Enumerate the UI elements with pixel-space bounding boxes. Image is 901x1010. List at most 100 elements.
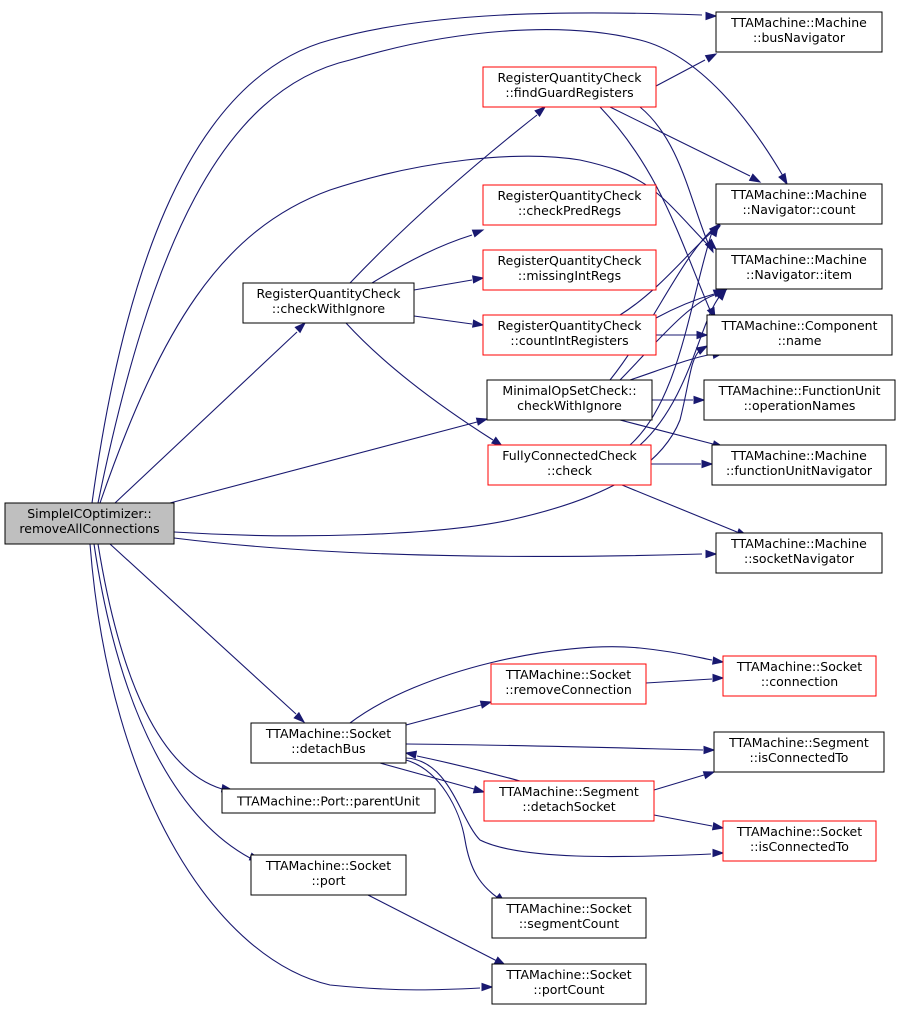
node-label-line: RegisterQuantityCheck [498, 188, 643, 203]
node-label-line: ::connection [761, 674, 838, 689]
arrowhead-icon [472, 785, 486, 794]
node-count-int[interactable]: RegisterQuantityCheck::countIntRegisters [482, 314, 657, 356]
edge-sock-port-to-port-count [367, 894, 507, 966]
edge-line [609, 229, 713, 381]
node-check-pred[interactable]: RegisterQuantityCheck::checkPredRegs [482, 184, 657, 226]
node-label-line: TTAMachine::FunctionUnit [718, 383, 881, 398]
node-seg-detach[interactable]: TTAMachine::Segment::detachSocket [483, 780, 655, 822]
node-detach-bus[interactable]: TTAMachine::Socket::detachBus [250, 722, 407, 764]
node-box [221, 788, 436, 814]
node-label-line: ::isConnectedTo [750, 839, 849, 854]
node-missing-int[interactable]: RegisterQuantityCheck::missingIntRegs [482, 249, 657, 291]
edge-line [621, 484, 738, 533]
edge-line [416, 755, 521, 782]
node-label-line: ::name [778, 333, 822, 348]
node-label-line: TTAMachine::Socket [505, 967, 631, 982]
node-sock-nav[interactable]: TTAMachine::Machine::socketNavigator [715, 532, 883, 574]
edge-root-to-port-count [89, 543, 494, 992]
node-box [250, 854, 407, 896]
node-label-line: FullyConnectedCheck [502, 448, 637, 463]
edge-line [349, 114, 538, 284]
node-parent-unit[interactable]: TTAMachine::Port::parentUnit [221, 788, 436, 814]
node-comp-name[interactable]: TTAMachine::Component::name [706, 314, 893, 356]
arrowhead-icon [778, 172, 788, 186]
arrowhead-icon [701, 459, 714, 469]
node-bus-nav[interactable]: TTAMachine::Machine::busNavigator [715, 11, 883, 53]
edge-line [413, 279, 473, 291]
node-box [487, 444, 652, 486]
node-seg-isconn[interactable]: TTAMachine::Segment::isConnectedTo [713, 731, 885, 773]
node-label-line: TTAMachine::Machine [730, 536, 867, 551]
edge-line [619, 231, 713, 316]
edge-line [114, 331, 298, 504]
edge-detach-bus-to-seg-isconn [405, 743, 716, 755]
edge-detach-bus-to-remove-conn [405, 700, 493, 726]
edge-detach-bus-to-sock-isconn [405, 757, 725, 858]
edge-line [99, 155, 709, 504]
node-label-line: TTAMachine::Socket [736, 659, 862, 674]
node-sock-port[interactable]: TTAMachine::Socket::port [250, 854, 407, 896]
node-remove-conn[interactable]: TTAMachine::Socket::removeConnection [490, 663, 647, 705]
node-box [491, 963, 647, 1005]
node-sock-isconn[interactable]: TTAMachine::Socket::isConnectedTo [722, 820, 877, 862]
arrowhead-icon [293, 711, 306, 724]
node-label-line: ::Navigator::count [742, 202, 855, 217]
node-fully[interactable]: FullyConnectedCheck::check [487, 444, 652, 486]
edge-rqc-to-find-guard [349, 106, 547, 284]
node-find-guard[interactable]: RegisterQuantityCheck::findGuardRegister… [482, 66, 657, 108]
edge-line [629, 353, 714, 381]
edge-line [413, 315, 473, 325]
edge-line [619, 293, 719, 381]
arrowhead-icon [702, 771, 716, 780]
node-box [715, 183, 883, 225]
node-label-line: TTAMachine::Machine [730, 448, 867, 463]
node-label-line: TTAMachine::Port::parentUnit [236, 794, 420, 809]
node-box [482, 184, 657, 226]
edge-rqc-to-missing-int [413, 275, 485, 291]
edge-fully-to-sock-nav [621, 484, 749, 537]
node-label-line: ::socketNavigator [744, 551, 855, 566]
edge-line [109, 543, 297, 715]
edge-line [405, 743, 704, 751]
edge-root-to-bus-nav [91, 11, 718, 504]
node-fu-nav[interactable]: TTAMachine::Machine::functionUnitNavigat… [711, 444, 887, 486]
node-minimal[interactable]: MinimalOpSetCheck::checkWithIgnore [486, 379, 653, 421]
node-label-line: checkWithIgnore [517, 398, 622, 413]
arrowhead-icon [712, 656, 725, 665]
node-nav-item[interactable]: TTAMachine::Machine::Navigator::item [715, 248, 883, 290]
node-box [706, 314, 893, 356]
node-rqc-check[interactable]: RegisterQuantityCheck::checkWithIgnore [242, 282, 415, 324]
node-box [242, 282, 415, 324]
node-label-line: SimpleICOptimizer:: [27, 506, 152, 521]
node-label-line: TTAMachine::Segment [728, 735, 869, 750]
arrowhead-icon [471, 229, 485, 238]
edge-line [173, 349, 701, 537]
node-label-line: ::Navigator::item [746, 267, 852, 282]
edge-line [93, 543, 251, 859]
node-label-line: RegisterQuantityCheck [257, 286, 402, 301]
node-label-line: removeAllConnections [19, 521, 159, 536]
arrowhead-icon [716, 288, 727, 301]
edge-find-guard-to-bus-nav [655, 53, 718, 87]
node-fu-opnames[interactable]: TTAMachine::FunctionUnit::operationNames [703, 379, 896, 421]
edge-fully-to-fu-nav [651, 459, 714, 469]
node-seg-count[interactable]: TTAMachine::Socket::segmentCount [491, 897, 647, 939]
edge-line [653, 814, 713, 827]
edge-root-to-rqc-check [114, 321, 307, 504]
node-label-line: ::checkWithIgnore [272, 301, 385, 316]
node-port-count[interactable]: TTAMachine::Socket::portCount [491, 963, 647, 1005]
node-box [715, 11, 883, 53]
edge-line [345, 322, 494, 441]
node-connection[interactable]: TTAMachine::Socket::connection [722, 655, 877, 697]
node-box [711, 444, 887, 486]
edge-minimal-to-fu-opnames [652, 395, 706, 405]
node-label-line: RegisterQuantityCheck [498, 253, 643, 268]
node-nav-count[interactable]: TTAMachine::Machine::Navigator::count [715, 183, 883, 225]
edge-line [639, 295, 721, 446]
arrowhead-icon [704, 53, 718, 63]
node-label-line: ::checkPredRegs [518, 203, 621, 218]
node-root[interactable]: SimpleICOptimizer::removeAllConnections [4, 502, 175, 545]
node-box [722, 655, 877, 697]
node-box [715, 532, 883, 574]
